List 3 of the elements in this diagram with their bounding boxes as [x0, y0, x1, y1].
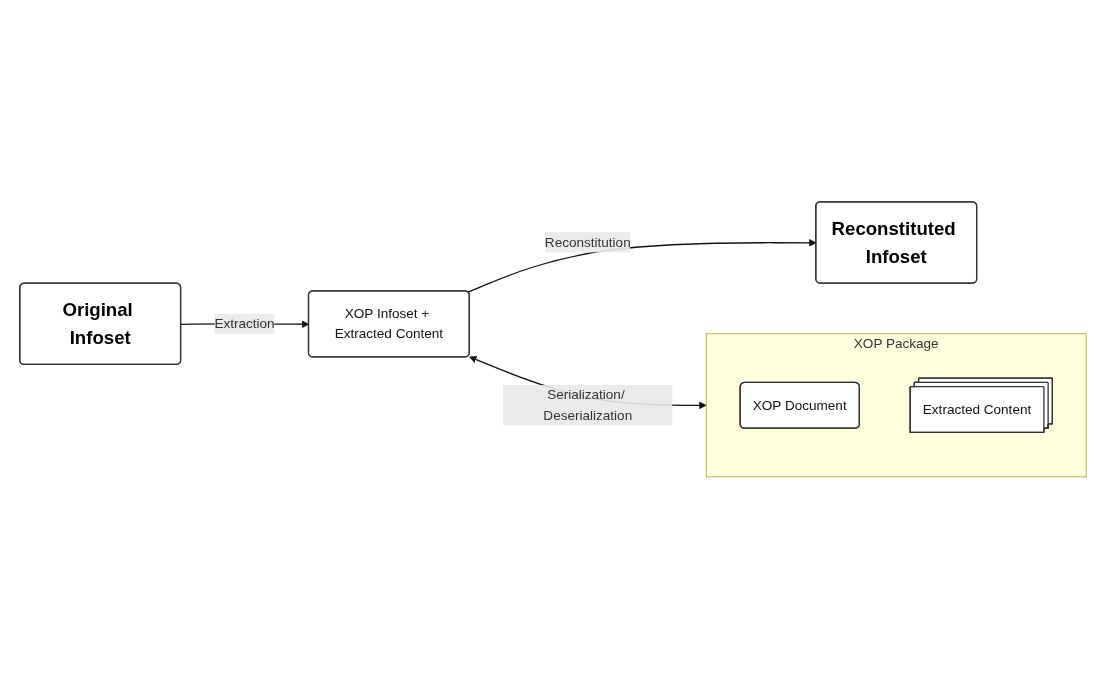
- edge-label: Reconstitution: [544, 234, 631, 249]
- edge-label: Serialization/ Deserialization: [543, 387, 633, 422]
- edge-label: Extraction: [214, 315, 275, 331]
